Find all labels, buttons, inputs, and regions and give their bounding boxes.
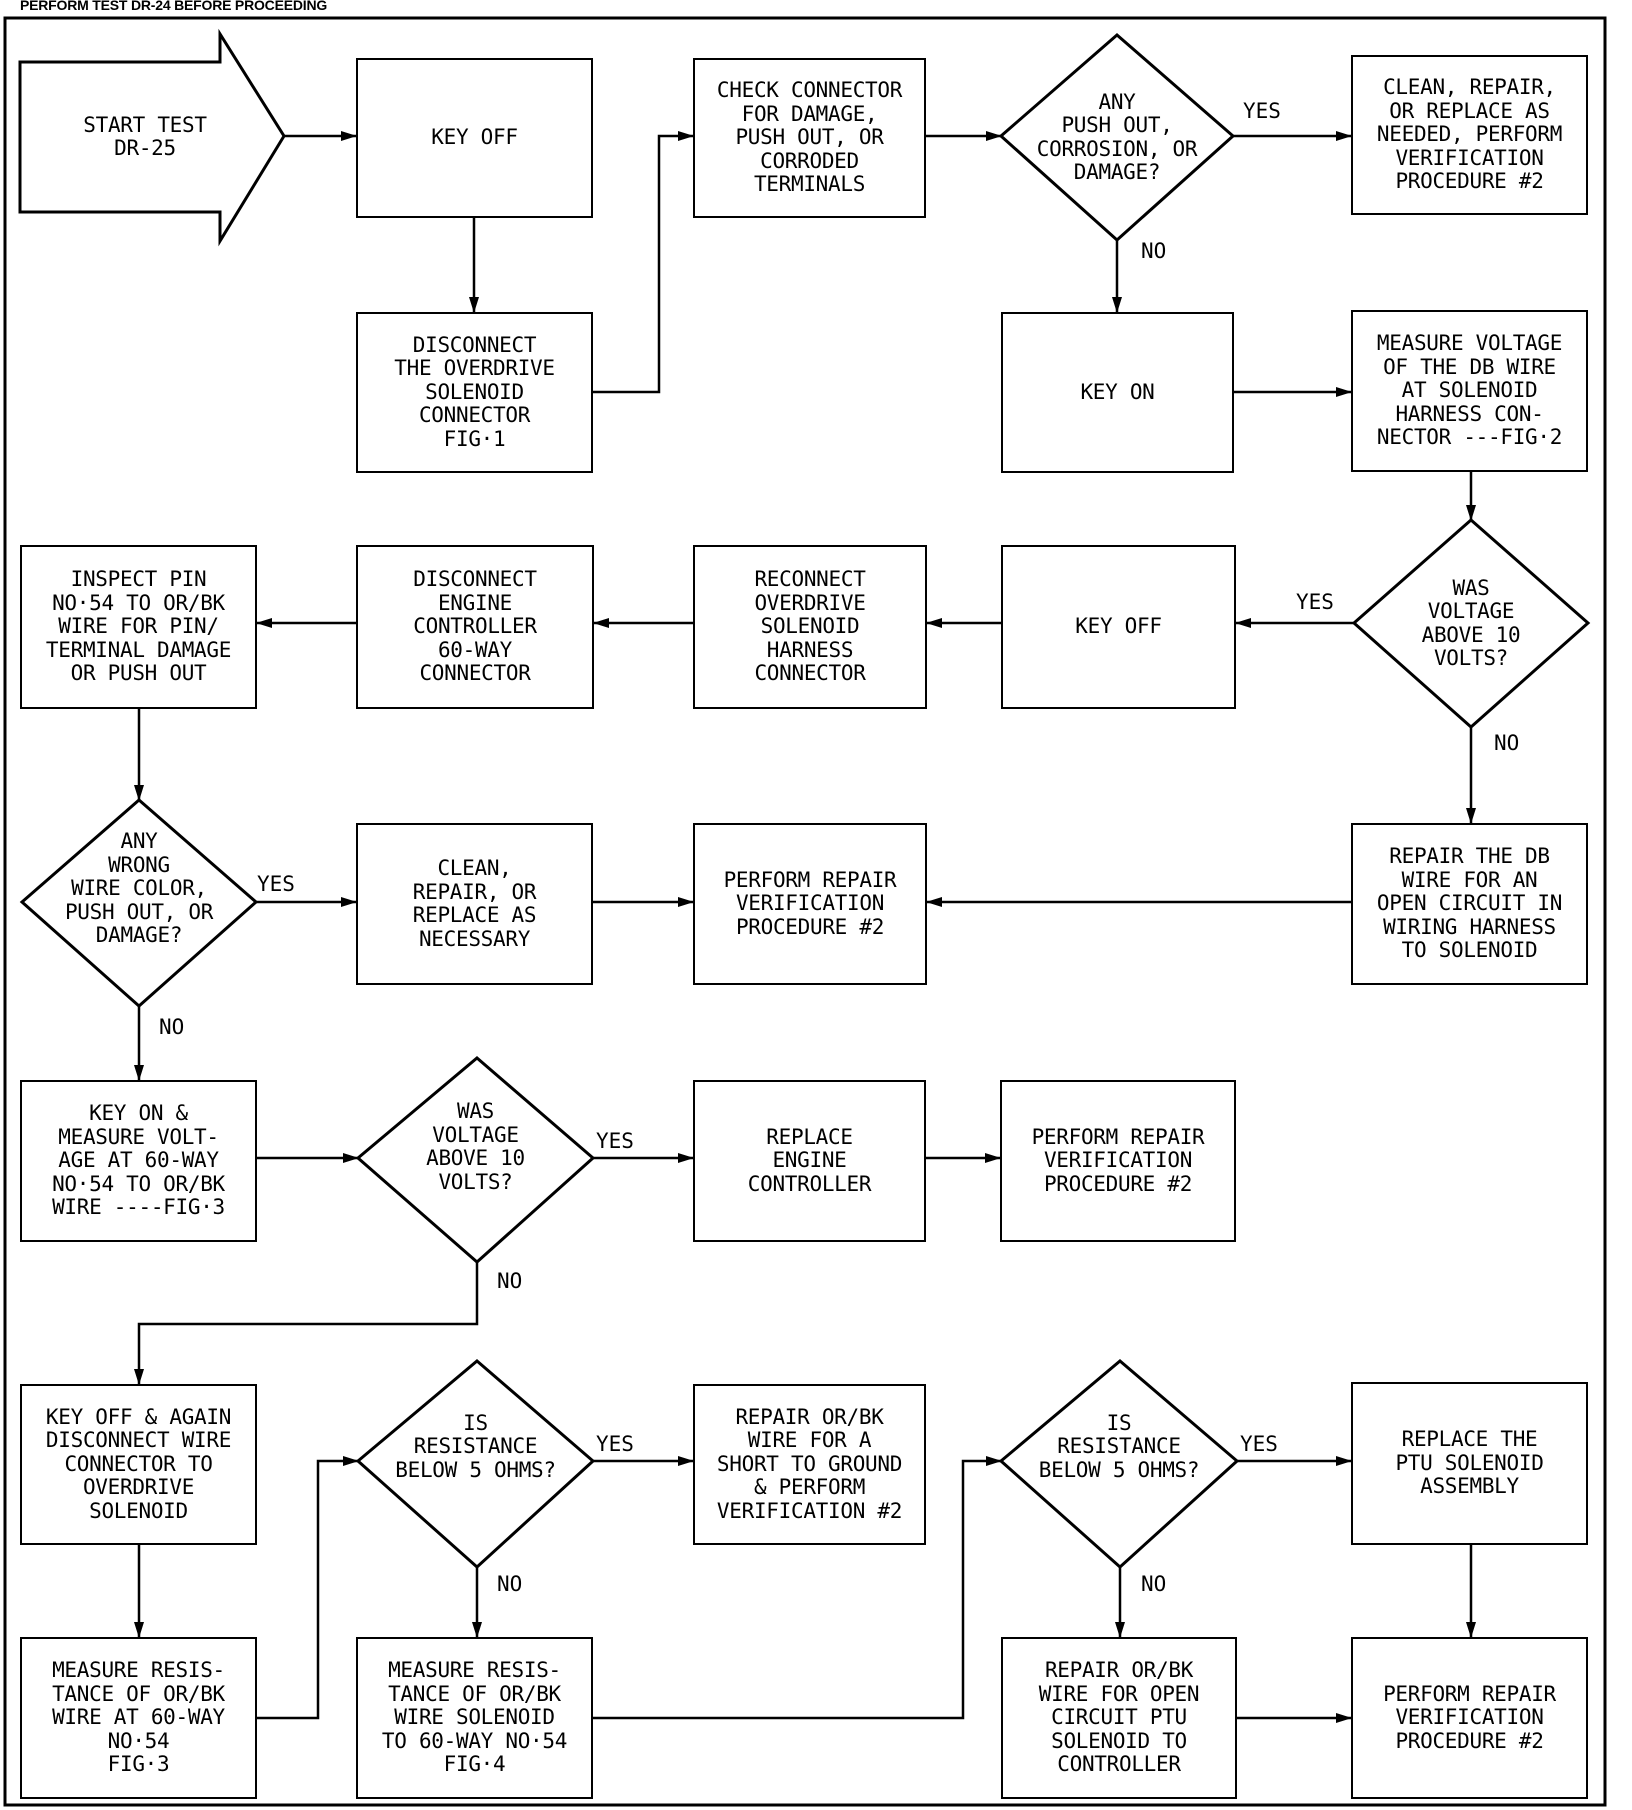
box-reconnect: RECONNECT OVERDRIVE SOLENOID HARNESS CON… — [693, 545, 927, 709]
box-measure-db: MEASURE VOLTAGE OF THE DB WIRE AT SOLENO… — [1351, 310, 1588, 472]
edge-label-d5-yes: YES — [596, 1432, 634, 1456]
box-replace-ec: REPLACE ENGINE CONTROLLER — [693, 1080, 926, 1242]
box-measure-res-2: MEASURE RESIS- TANCE OF OR/BK WIRE SOLEN… — [356, 1637, 593, 1799]
node-label: KEY ON & MEASURE VOLT- AGE AT 60-WAY NO·… — [52, 1101, 225, 1220]
node-label: DISCONNECT ENGINE CONTROLLER 60-WAY CONN… — [413, 567, 537, 686]
node-label: CLEAN, REPAIR, OR REPLACE AS NECESSARY — [412, 856, 537, 951]
node-label: PERFORM REPAIR VERIFICATION PROCEDURE #2 — [1031, 1124, 1205, 1196]
edge-label-d4-yes: YES — [596, 1129, 634, 1153]
edge-label-d3-no: NO — [159, 1015, 185, 1039]
box-inspect-pin: INSPECT PIN NO·54 TO OR/BK WIRE FOR PIN/… — [20, 545, 257, 709]
node-label: PERFORM REPAIR VERIFICATION PROCEDURE #2 — [723, 867, 897, 939]
node-label: REPLACE ENGINE CONTROLLER — [747, 1124, 872, 1196]
node-label: KEY OFF — [431, 125, 518, 150]
box-key-off-2: KEY OFF — [1001, 545, 1236, 709]
node-label: PERFORM REPAIR VERIFICATION PROCEDURE #2 — [1383, 1681, 1556, 1753]
box-key-on-1: KEY ON — [1001, 312, 1234, 473]
box-check-connector: CHECK CONNECTOR FOR DAMAGE, PUSH OUT, OR… — [693, 58, 926, 218]
node-label: KEY OFF — [1075, 614, 1162, 639]
header-note: PERFORM TEST DR-24 BEFORE PROCEEDING — [20, 0, 328, 13]
box-measure-res-1: MEASURE RESIS- TANCE OF OR/BK WIRE AT 60… — [20, 1637, 257, 1799]
node-label: CHECK CONNECTOR FOR DAMAGE, PUSH OUT, OR… — [716, 78, 903, 197]
decision-is-resistance-2: IS RESISTANCE BELOW 5 OHMS? — [1001, 1361, 1237, 1567]
start-label: START TEST DR-25 — [83, 112, 207, 160]
start-arrow-shape — [18, 28, 286, 247]
box-perform-2: PERFORM REPAIR VERIFICATION PROCEDURE #2 — [1000, 1080, 1236, 1242]
edge-label-d6-no: NO — [1141, 1572, 1167, 1596]
box-repair-open: REPAIR OR/BK WIRE FOR OPEN CIRCUIT PTU S… — [1001, 1637, 1237, 1799]
decision-was-voltage-2: WAS VOLTAGE ABOVE 10 VOLTS? — [358, 1058, 593, 1262]
edge-label-d1-yes: YES — [1243, 99, 1281, 123]
node-label: MEASURE RESIS- TANCE OF OR/BK WIRE AT 60… — [52, 1658, 225, 1777]
node-label: INSPECT PIN NO·54 TO OR/BK WIRE FOR PIN/… — [45, 567, 232, 686]
decision-label: ANY PUSH OUT, CORROSION, OR DAMAGE? — [1036, 89, 1198, 184]
edge-label-d2-no: NO — [1494, 731, 1520, 755]
box-key-off-again: KEY OFF & AGAIN DISCONNECT WIRE CONNECTO… — [20, 1384, 257, 1545]
decision-label: IS RESISTANCE BELOW 5 OHMS? — [395, 1410, 556, 1482]
node-label: DISCONNECT THE OVERDRIVE SOLENOID CONNEC… — [394, 332, 555, 451]
decision-any-pushout: ANY PUSH OUT, CORROSION, OR DAMAGE? — [1001, 35, 1233, 240]
node-label: MEASURE RESIS- TANCE OF OR/BK WIRE SOLEN… — [381, 1658, 568, 1777]
decision-any-wrong: ANY WRONG WIRE COLOR, PUSH OUT, OR DAMAG… — [22, 800, 256, 1006]
box-key-on-measure: KEY ON & MEASURE VOLT- AGE AT 60-WAY NO·… — [20, 1080, 257, 1242]
box-key-off-1: KEY OFF — [356, 58, 593, 218]
decision-label: IS RESISTANCE BELOW 5 OHMS? — [1038, 1410, 1200, 1482]
box-perform-3: PERFORM REPAIR VERIFICATION PROCEDURE #2 — [1351, 1637, 1588, 1799]
edge-label-d2-yes: YES — [1296, 590, 1334, 614]
node-label: MEASURE VOLTAGE OF THE DB WIRE AT SOLENO… — [1376, 331, 1563, 450]
box-replace-ptu: REPLACE THE PTU SOLENOID ASSEMBLY — [1351, 1382, 1588, 1545]
node-label: REPAIR OR/BK WIRE FOR OPEN CIRCUIT PTU S… — [1038, 1658, 1200, 1777]
node-label: RECONNECT OVERDRIVE SOLENOID HARNESS CON… — [754, 567, 866, 686]
box-clean-repair-2: CLEAN, REPAIR, OR REPLACE AS NECESSARY — [356, 823, 593, 985]
decision-was-voltage-1: WAS VOLTAGE ABOVE 10 VOLTS? — [1354, 520, 1588, 727]
outer-frame — [3, 16, 1607, 1807]
start-node: START TEST DR-25 — [20, 62, 270, 212]
edge-d4-no — [134, 1262, 479, 1385]
edge-disconnect-check — [593, 131, 694, 394]
edge-label-d3-yes: YES — [257, 872, 295, 896]
edge-label-d4-no: NO — [497, 1269, 523, 1293]
box-disconnect-ec: DISCONNECT ENGINE CONTROLLER 60-WAY CONN… — [356, 545, 594, 709]
node-label: REPLACE THE PTU SOLENOID ASSEMBLY — [1395, 1427, 1544, 1499]
decision-label: WAS VOLTAGE ABOVE 10 VOLTS? — [1421, 575, 1521, 670]
node-label: CLEAN, REPAIR, OR REPLACE AS NEEDED, PER… — [1376, 75, 1563, 194]
node-label: REPAIR THE DB WIRE FOR AN OPEN CIRCUIT I… — [1376, 844, 1563, 963]
box-repair-short: REPAIR OR/BK WIRE FOR A SHORT TO GROUND … — [693, 1384, 926, 1545]
decision-label: ANY WRONG WIRE COLOR, PUSH OUT, OR DAMAG… — [64, 829, 214, 948]
edge-measureres2-decision6 — [593, 1456, 1002, 1720]
decision-is-resistance-1: IS RESISTANCE BELOW 5 OHMS? — [358, 1361, 593, 1567]
node-label: KEY ON — [1080, 379, 1155, 404]
node-label: REPAIR OR/BK WIRE FOR A SHORT TO GROUND … — [716, 1404, 903, 1523]
edge-label-d1-no: NO — [1141, 239, 1167, 263]
edge-label-d5-no: NO — [497, 1572, 523, 1596]
edge-measureres1-decision5 — [257, 1456, 359, 1720]
box-perform-1: PERFORM REPAIR VERIFICATION PROCEDURE #2 — [693, 823, 927, 985]
box-repair-db: REPAIR THE DB WIRE FOR AN OPEN CIRCUIT I… — [1351, 823, 1588, 985]
box-disconnect-od: DISCONNECT THE OVERDRIVE SOLENOID CONNEC… — [356, 312, 593, 473]
node-label: KEY OFF & AGAIN DISCONNECT WIRE CONNECTO… — [45, 1404, 232, 1523]
decision-label: WAS VOLTAGE ABOVE 10 VOLTS? — [426, 1099, 525, 1194]
box-clean-repair-1: CLEAN, REPAIR, OR REPLACE AS NEEDED, PER… — [1351, 55, 1588, 215]
edge-label-d6-yes: YES — [1240, 1432, 1278, 1456]
